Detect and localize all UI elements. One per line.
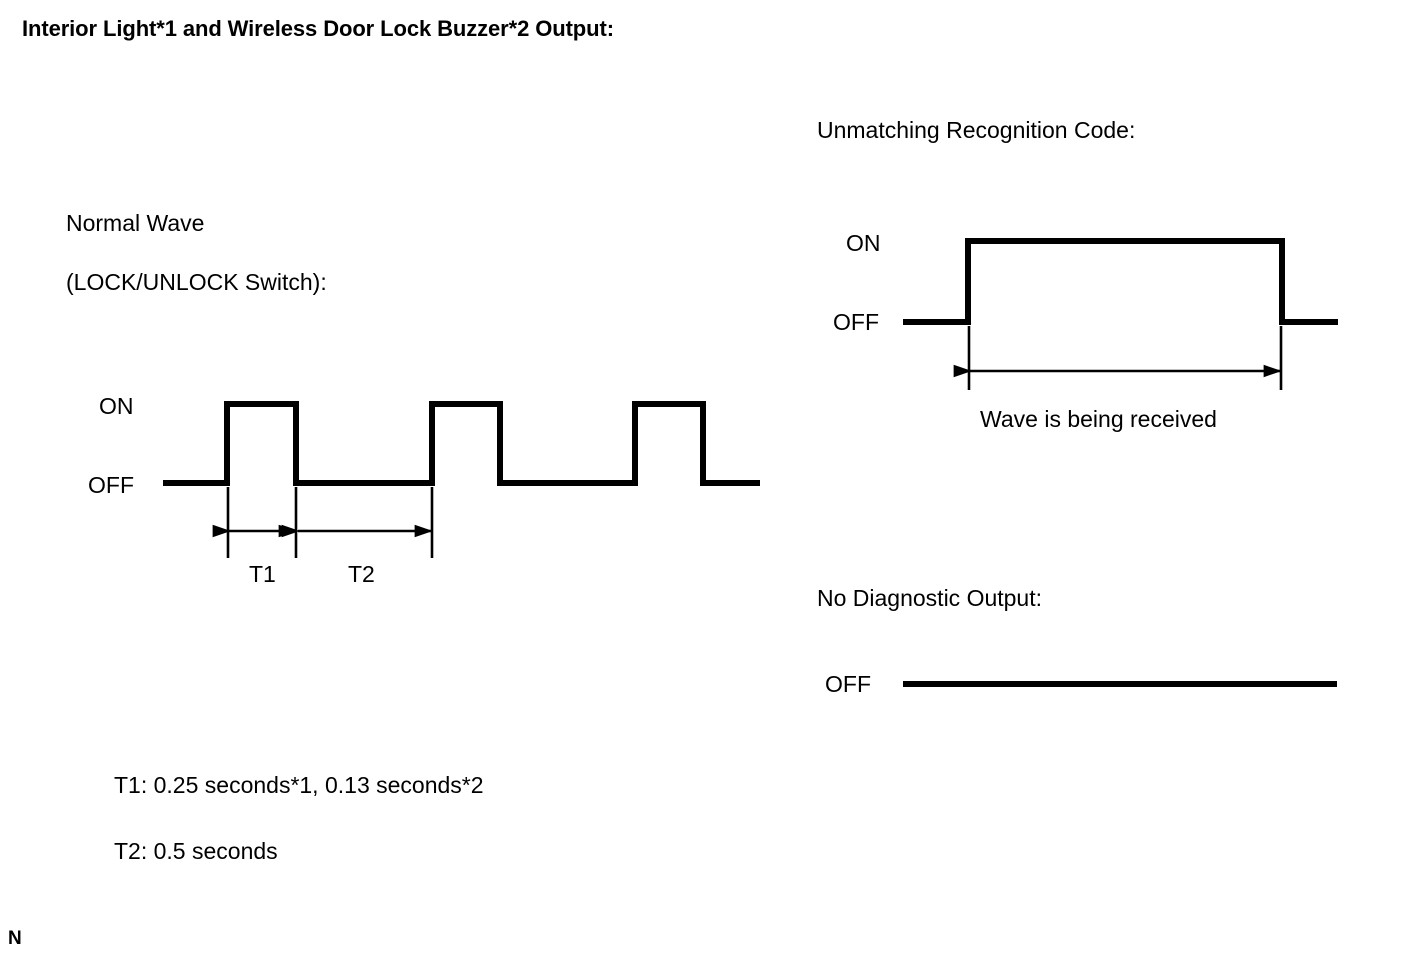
unmatching-heading: Unmatching Recognition Code:: [817, 117, 1136, 143]
unmatching-on-label: ON: [846, 230, 881, 256]
wave-received-caption: Wave is being received: [980, 406, 1217, 432]
page-title: Interior Light*1 and Wireless Door Lock …: [22, 16, 614, 41]
no-diagnostic-plot: [903, 681, 1337, 687]
unmatching-wave-signal-path: [903, 238, 1338, 325]
no-diagnostic-heading: No Diagnostic Output:: [817, 585, 1043, 611]
t1-dimension-label: T1: [249, 561, 276, 587]
normal-wave-label-line2: (LOCK/UNLOCK Switch):: [66, 269, 327, 295]
no-diagnostic-off-label: OFF: [825, 671, 871, 697]
note-t2: T2: 0.5 seconds: [114, 838, 278, 864]
normal-wave-label-line1: Normal Wave: [66, 210, 205, 236]
unmatching-off-label: OFF: [833, 309, 879, 335]
t2-dimension-label: T2: [348, 561, 375, 587]
corner-mark: N: [8, 928, 22, 949]
normal-wave-on-label: ON: [99, 393, 134, 419]
note-t1: T1: 0.25 seconds*1, 0.13 seconds*2: [114, 772, 484, 798]
normal-wave-off-label: OFF: [88, 472, 134, 498]
normal-wave-plot: [163, 401, 760, 558]
normal-wave-signal-path: [163, 401, 760, 486]
unmatching-wave-plot: [903, 238, 1338, 390]
